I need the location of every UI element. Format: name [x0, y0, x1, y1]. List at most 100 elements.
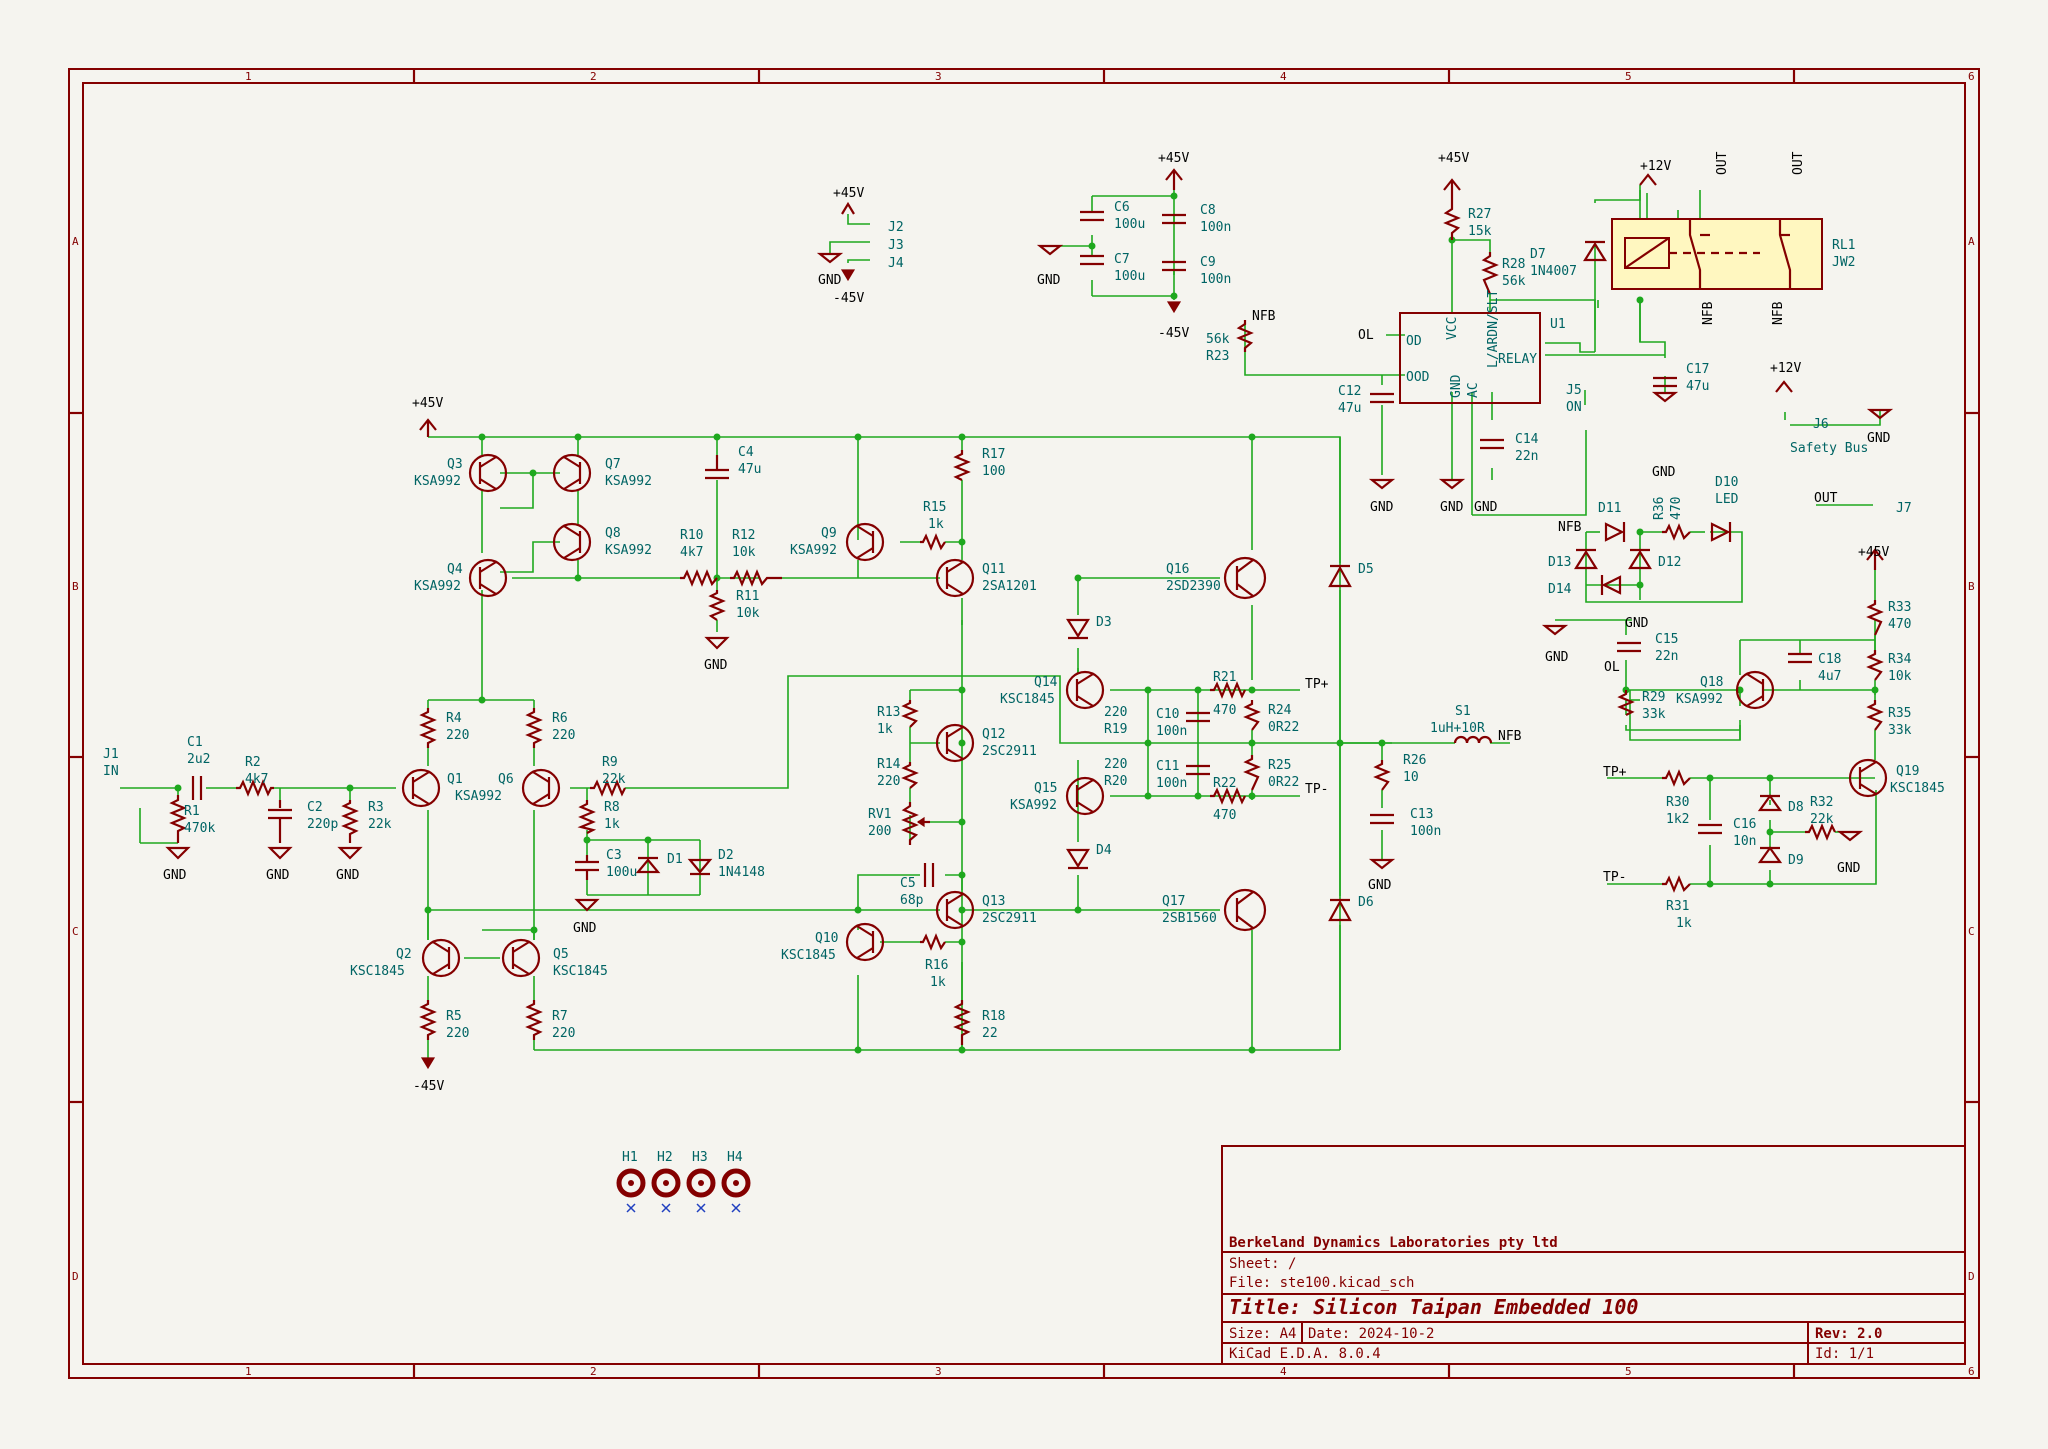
u1-ic [1399, 312, 1541, 404]
q18-ref: Q18 [1700, 675, 1723, 690]
q4-ref: Q4 [447, 562, 463, 577]
gnd-label-j6: GND [1867, 431, 1891, 446]
u1-pin-ac: AC [1466, 382, 1481, 398]
q5-value: KSC1845 [553, 964, 608, 979]
d8-ref: D8 [1788, 800, 1804, 815]
m45-label-decoup: -45V [1158, 326, 1189, 341]
r36-ref: R36 [1652, 497, 1667, 520]
r4-ref: R4 [446, 711, 462, 726]
power-symbols [165, 168, 1894, 912]
q13-ref: Q13 [982, 894, 1005, 909]
col-label-2b: 2 [590, 1365, 597, 1378]
j1-ref: J1 [103, 747, 119, 762]
col-label-4b: 4 [1280, 1365, 1287, 1378]
tp-minus-label-main: TP- [1305, 782, 1328, 797]
j3-ref: J3 [888, 238, 904, 253]
outer-border [68, 68, 1980, 1379]
r29-ref: R29 [1642, 690, 1665, 705]
q4-value: KSA992 [414, 579, 461, 594]
tp-plus-label-sense: TP+ [1603, 765, 1627, 780]
d14-ref: D14 [1548, 582, 1572, 597]
j1-value: IN [103, 764, 119, 779]
gnd-label-c2: GND [266, 868, 290, 883]
c17-value: 47u [1686, 379, 1709, 394]
u1-pin-gnd: GND [1449, 374, 1464, 398]
r5-ref: R5 [446, 1009, 462, 1024]
q12-ref: Q12 [982, 727, 1005, 742]
r15-ref: R15 [923, 500, 946, 515]
r2-ref: R2 [245, 755, 261, 770]
q15-ref: Q15 [1034, 781, 1057, 796]
c17-ref: C17 [1686, 362, 1709, 377]
c2-ref: C2 [307, 800, 323, 815]
r13-value: 1k [877, 722, 893, 737]
p45-label-u1: +45V [1438, 151, 1469, 166]
u1-pin-vcc: VCC [1445, 317, 1460, 340]
q1-ref: Q1 [447, 772, 463, 787]
tool-label: KiCad E.D.A. 8.0.4 [1229, 1346, 1381, 1362]
r1-ref: R1 [184, 804, 200, 819]
q8-ref: Q8 [605, 526, 621, 541]
q16-value: 2SD2390 [1166, 579, 1221, 594]
c16-value: 10n [1733, 834, 1756, 849]
q11-value: 2SA1201 [982, 579, 1037, 594]
q6-ref: Q6 [498, 772, 514, 787]
inner-border [82, 82, 1966, 1365]
gnd-label-c13: GND [1368, 878, 1392, 893]
j6-ref: J6 [1813, 417, 1829, 432]
gnd-label-c3: GND [573, 921, 597, 936]
r11-value: 10k [736, 606, 760, 621]
h4-ref: H4 [727, 1150, 743, 1165]
r22-ref: R22 [1213, 776, 1236, 791]
c7-value: 100u [1114, 269, 1145, 284]
c13-value: 100n [1410, 824, 1441, 839]
r28-value: 56k [1502, 274, 1526, 289]
r24-ref: R24 [1268, 703, 1292, 718]
col-label-3b: 3 [935, 1365, 942, 1378]
r32-value: 22k [1810, 812, 1834, 827]
nfb-label-bridge: NFB [1558, 520, 1582, 535]
q14-value: KSC1845 [1000, 692, 1055, 707]
r31-ref: R31 [1666, 899, 1689, 914]
col-label-5b: 5 [1625, 1365, 1632, 1378]
gnd-label-c17: GND [1652, 465, 1676, 480]
d10-value: LED [1715, 492, 1739, 507]
col-label-5: 5 [1625, 70, 1632, 83]
c11-value: 100n [1156, 776, 1187, 791]
c7-ref: C7 [1114, 252, 1130, 267]
h1-ref: H1 [622, 1150, 638, 1165]
r3-ref: R3 [368, 800, 384, 815]
c16-ref: C16 [1733, 817, 1756, 832]
d11-ref: D11 [1598, 501, 1621, 516]
p45-label-decoup: +45V [1158, 151, 1189, 166]
col-label-1: 1 [245, 70, 252, 83]
r26-value: 10 [1403, 770, 1419, 785]
r23-value: 56k [1206, 332, 1230, 347]
j5-value: ON [1566, 400, 1582, 415]
out-label-j7: OUT [1814, 491, 1838, 506]
r8-value: 1k [604, 817, 620, 832]
row-label-a: A [72, 235, 79, 248]
s1-value: 1uH+10R [1430, 721, 1485, 736]
q17-value: 2SB1560 [1162, 911, 1217, 926]
q9-ref: Q9 [821, 526, 837, 541]
r14-ref: R14 [877, 757, 901, 772]
r1-value: 470k [184, 821, 215, 836]
ol-label-u1: OL [1358, 328, 1374, 343]
gnd-label-u1b: GND [1474, 500, 1498, 515]
c10-ref: C10 [1156, 707, 1179, 722]
transistor-symbols [401, 453, 1888, 978]
r12-ref: R12 [732, 528, 755, 543]
u1-ref: U1 [1550, 317, 1566, 332]
r16-ref: R16 [925, 958, 948, 973]
q13-value: 2SC2911 [982, 911, 1037, 926]
j6-value: Safety Bus [1790, 441, 1868, 456]
r23-ref: R23 [1206, 349, 1229, 364]
capacitor-symbols [191, 210, 1812, 887]
r35-ref: R35 [1888, 706, 1911, 721]
d1-ref: D1 [667, 852, 683, 867]
c9-value: 100n [1200, 272, 1231, 287]
out-label-rl1b: OUT [1791, 151, 1806, 175]
power-symbols-filled [420, 269, 1182, 1070]
